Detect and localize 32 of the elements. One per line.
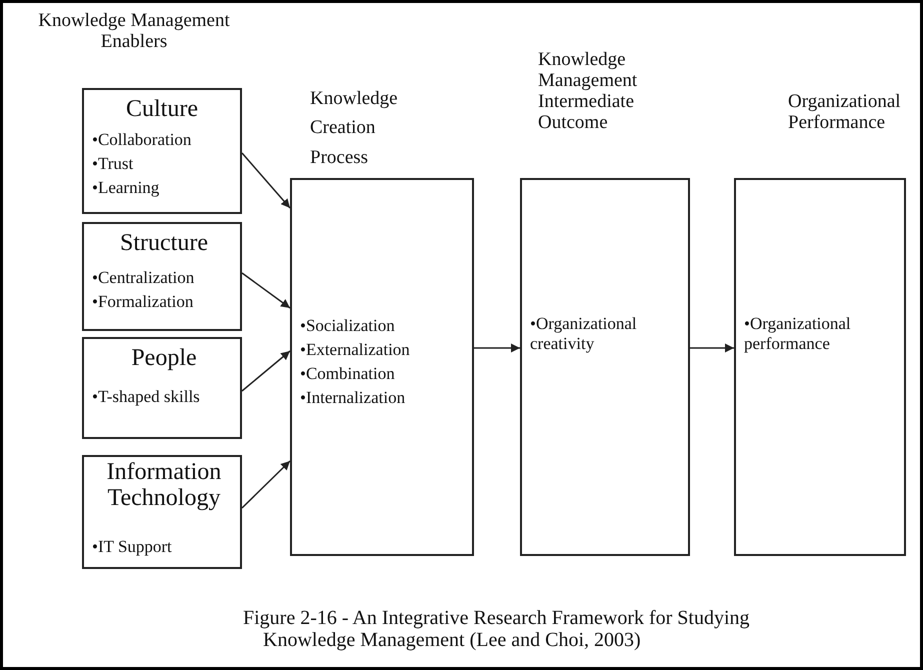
box-heading: Culture xyxy=(125,96,199,122)
bullet-item: •Centralization xyxy=(92,268,194,288)
framework-box xyxy=(82,222,242,331)
bullet-item: •IT Support xyxy=(92,537,172,558)
framework-box xyxy=(82,88,242,214)
framework-box xyxy=(82,455,242,569)
box-heading: Information Technology xyxy=(106,459,222,512)
column-heading: Knowledge Management Enablers xyxy=(37,11,231,53)
arrow xyxy=(242,272,290,309)
arrow xyxy=(242,350,290,392)
box-heading: People xyxy=(130,345,198,372)
bullet-item: •Collaboration xyxy=(92,130,192,150)
bullet-item: •Learning xyxy=(92,178,160,198)
bullet-item: •Organizational performance xyxy=(744,314,852,355)
arrow xyxy=(241,460,291,509)
column-heading: Knowledge Creation Process xyxy=(310,87,399,170)
column-heading: Knowledge Management Intermediate Outcome xyxy=(538,50,638,134)
bullet-item: •T-shaped skills xyxy=(92,387,200,408)
bullet-item: •Internalization xyxy=(300,388,406,408)
box-heading: Structure xyxy=(119,230,209,256)
figure-caption: Figure 2-16 - An Integrative Research Framework for Studying Knowledge Management (Lee and Choi, 2003) xyxy=(243,607,751,651)
bullet-item: •Organizational creativity xyxy=(530,314,638,355)
framework-box xyxy=(82,337,242,439)
bullet-item: •Socialization xyxy=(300,316,395,336)
bullet-item: •Formalization xyxy=(92,292,194,312)
bullet-item: •Trust xyxy=(92,154,134,174)
bullet-item: •Combination xyxy=(300,364,395,384)
arrow xyxy=(474,344,520,352)
bullet-item: •Externalization xyxy=(300,340,410,360)
column-heading: Organizational Performance xyxy=(788,92,902,134)
arrow xyxy=(241,152,291,208)
arrow xyxy=(690,344,734,352)
